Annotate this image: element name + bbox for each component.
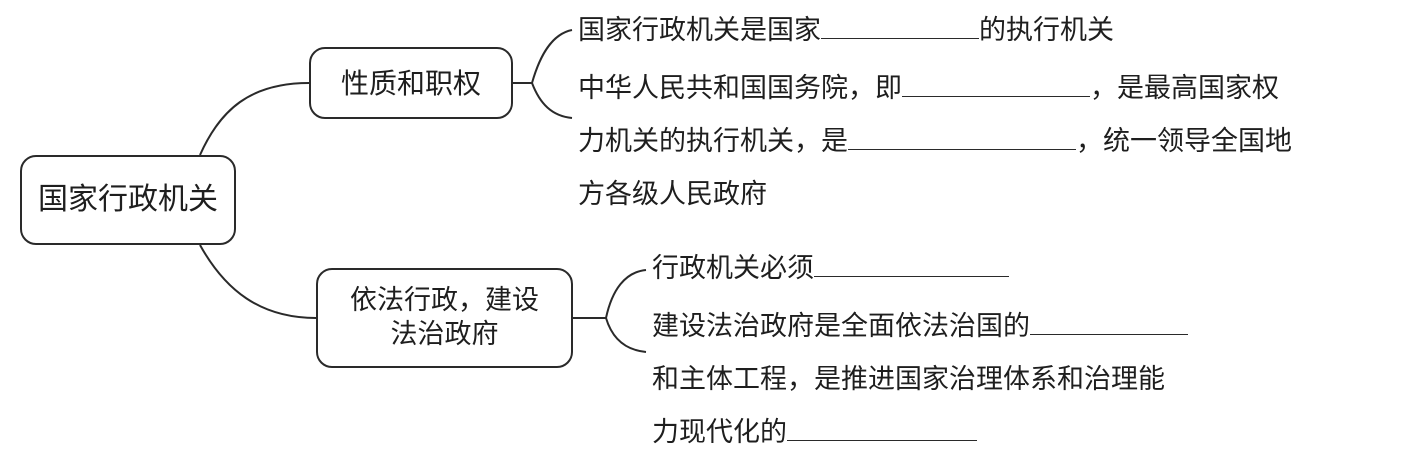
leaf-text: 力现代化的 [652, 417, 787, 448]
leaf-line: 和主体工程，是推进国家治理体系和治理能 [652, 353, 1188, 406]
fill-in-blank[interactable] [814, 246, 1009, 277]
leaf-line: 中华人民共和国国务院，即 ，是最高国家权 [578, 62, 1292, 115]
leaf-line: 国家行政机关是国家 的执行机关 [578, 4, 1114, 57]
root-node: 国家行政机关 [20, 155, 236, 245]
branch-node-label-line-1: 依法行政，建设 [350, 285, 539, 317]
leaf-line: 力机关的执行机关，是 ，统一领导全国地 [578, 115, 1292, 168]
fill-in-blank[interactable] [848, 119, 1076, 150]
leaf-text: 和主体工程，是推进国家治理体系和治理能 [652, 364, 1165, 395]
fill-in-blank[interactable] [821, 8, 979, 39]
leaf-rule-of-law-government-statement: 建设法治政府是全面依法治国的 和主体工程，是推进国家治理体系和治理能 力现代化的 [652, 300, 1188, 459]
leaf-line: 行政机关必须 [652, 242, 1009, 295]
leaf-text: ，是最高国家权 [1090, 73, 1279, 104]
leaf-text: 国家行政机关是国家 [578, 15, 821, 46]
fill-in-blank[interactable] [902, 66, 1090, 97]
connector-branch-1-to-leaves [513, 29, 573, 119]
connector-root-to-branch-2 [199, 244, 317, 319]
connector-branch-2-to-leaves [573, 269, 647, 353]
root-node-label: 国家行政机关 [38, 182, 218, 218]
branch-node-nature-and-powers: 性质和职权 [309, 47, 513, 119]
leaf-text: 的执行机关 [979, 15, 1114, 46]
branch-node-rule-of-law: 依法行政，建设 法治政府 [316, 268, 573, 368]
fill-in-blank[interactable] [1030, 304, 1188, 335]
leaf-line: 方各级人民政府 [578, 168, 1292, 221]
fill-in-blank[interactable] [787, 410, 977, 441]
leaf-executive-organ-statement: 国家行政机关是国家 的执行机关 [578, 4, 1114, 57]
leaf-line: 建设法治政府是全面依法治国的 [652, 300, 1188, 353]
branch-node-label: 性质和职权 [340, 66, 481, 100]
connector-root-to-branch-1 [199, 82, 310, 156]
leaf-text: 中华人民共和国国务院，即 [578, 73, 902, 104]
branch-node-label-line-2: 法治政府 [390, 319, 499, 350]
leaf-administrative-requirement: 行政机关必须 [652, 242, 1009, 295]
leaf-text: 力机关的执行机关，是 [578, 126, 848, 157]
leaf-text: 行政机关必须 [652, 253, 814, 284]
leaf-text: ，统一领导全国地 [1076, 126, 1292, 157]
leaf-text: 建设法治政府是全面依法治国的 [652, 311, 1030, 342]
leaf-state-council-statement: 中华人民共和国国务院，即 ，是最高国家权 力机关的执行机关，是 ，统一领导全国地 方… [578, 62, 1292, 221]
leaf-line: 力现代化的 [652, 406, 1188, 459]
leaf-text: 方各级人民政府 [578, 179, 767, 210]
